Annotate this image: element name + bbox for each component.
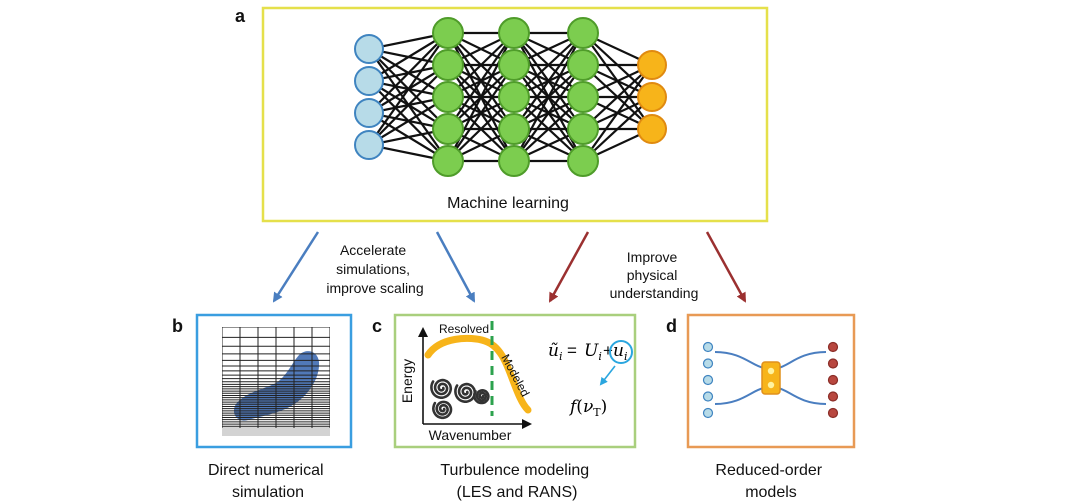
output-neuron: [637, 114, 667, 144]
network-edge: [513, 64, 584, 162]
network-edge: [447, 32, 515, 130]
filter-equation: ũi = Ui + ui f(νT): [548, 340, 633, 419]
hidden-neuron: [432, 81, 464, 113]
hidden-neuron: [498, 113, 530, 145]
dns-wall: [222, 426, 330, 436]
network-nodes: [354, 17, 667, 177]
rom-input-node: [702, 341, 714, 353]
hidden-neuron: [498, 17, 530, 49]
hidden-neuron: [432, 145, 464, 177]
rom-connections: [714, 351, 827, 405]
panel-c-border: [393, 313, 637, 449]
network-edge: [582, 64, 653, 162]
panel-d: d Reduced-order models: [666, 313, 856, 501]
energy-axis-label: Energy: [399, 359, 415, 403]
eddy-swirl-icon: [454, 382, 477, 403]
hidden-neuron: [567, 49, 599, 81]
hidden-neuron: [567, 81, 599, 113]
hidden-neuron: [567, 113, 599, 145]
rom-output-nodes: [827, 341, 839, 419]
panel-d-caption: Reduced-order models: [715, 462, 826, 501]
panel-d-letter: d: [666, 316, 677, 336]
panel-c-caption: Turbulence modeling (LES and RANS): [440, 462, 593, 501]
rom-output-node: [827, 391, 839, 402]
eddy-swirl-icon: [430, 378, 453, 399]
hidden-neuron: [432, 17, 464, 49]
latent-node: [767, 367, 775, 375]
network-edge: [368, 64, 449, 146]
arrow-to-dns: [272, 231, 320, 303]
arrows: Accelerate simulations, improve scaling …: [272, 231, 747, 303]
latent-bottleneck: [761, 361, 781, 395]
input-neuron: [354, 130, 384, 160]
blue-arrow-label: Accelerate simulations, improve scaling: [326, 242, 423, 296]
panel-b: b Direct numerical simulation: [172, 313, 353, 501]
resolved-label: Resolved: [439, 322, 489, 336]
energy-axis-head: [418, 327, 428, 337]
rom-output-node: [827, 341, 839, 353]
output-neuron: [637, 82, 667, 112]
input-neuron: [354, 34, 384, 64]
closure-arrow: [599, 365, 616, 386]
hidden-neuron: [432, 49, 464, 81]
panel-a-border: [261, 6, 769, 223]
rom-output-node: [827, 374, 839, 386]
eddy-swirl-icon: [472, 388, 490, 405]
rom-input-nodes: [702, 341, 714, 419]
energy-spectrum-curve: [424, 334, 532, 414]
panel-a-letter: a: [235, 6, 246, 26]
svg-text:f(νT): f(νT): [568, 397, 607, 419]
rom-output-node: [827, 358, 839, 369]
hidden-neuron: [498, 49, 530, 81]
wavenumber-axis-head: [522, 419, 532, 429]
rom-input-node: [702, 358, 714, 369]
arrow-to-turbulence-blue: [435, 231, 476, 303]
panel-c: c Energy Wavenumber Resolved Modeled ũi …: [372, 313, 637, 501]
panel-b-caption: Direct numerical simulation: [208, 462, 328, 501]
hidden-neuron: [498, 145, 530, 177]
input-neuron: [354, 66, 384, 96]
panel-c-letter: c: [372, 316, 382, 336]
svg-text:ũi: ũi: [548, 341, 562, 363]
sgs-highlight-circle: [609, 340, 633, 364]
rom-input-node: [702, 407, 714, 419]
eddy-swirl-icon: [431, 400, 453, 420]
rom-input-node: [702, 374, 714, 386]
network-edge: [513, 32, 584, 130]
svg-text:ui: ui: [613, 341, 627, 363]
panel-a: a Machine learning: [235, 6, 769, 223]
arrow-to-turbulence-red: [548, 231, 590, 303]
arrow-to-rom: [705, 231, 747, 303]
hidden-neuron: [567, 17, 599, 49]
rom-input-node: [702, 391, 714, 402]
input-neuron: [354, 98, 384, 128]
eddy-swirls: [430, 378, 490, 420]
dns-vortex: [233, 351, 320, 421]
svg-text:=: =: [567, 341, 577, 360]
panel-b-border: [195, 313, 353, 449]
panel-a-caption: Machine learning: [447, 195, 569, 212]
hidden-neuron: [498, 81, 530, 113]
network-edge: [447, 64, 515, 162]
network-edge: [368, 32, 449, 146]
rom-output-node: [827, 407, 839, 419]
hidden-neuron: [567, 145, 599, 177]
dns-grid: [222, 327, 330, 428]
red-arrow-label: Improve physical understanding: [610, 249, 699, 301]
latent-node: [767, 381, 775, 389]
network-edge: [368, 32, 449, 114]
hidden-neuron: [432, 113, 464, 145]
svg-text:Ui: Ui: [584, 341, 602, 363]
output-neuron: [637, 50, 667, 80]
svg-text:+: +: [603, 341, 613, 360]
panel-b-letter: b: [172, 316, 183, 336]
panel-d-border: [686, 313, 856, 449]
wavenumber-axis-label: Wavenumber: [429, 427, 512, 443]
